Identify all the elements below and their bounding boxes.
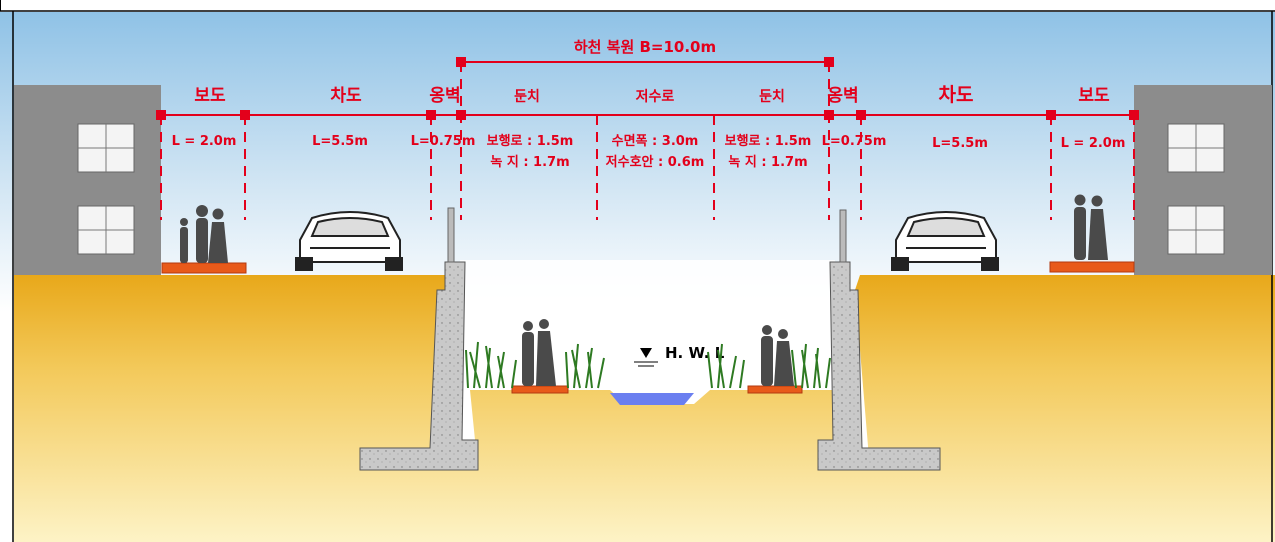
left-bank-pad: [511, 385, 569, 394]
window: [1167, 205, 1225, 255]
pedestrians-left-bank: [522, 319, 556, 386]
zone-right-roadway: 차도: [939, 84, 974, 106]
zone-left-bank: 둔치: [514, 89, 540, 105]
dim-left-wall: L=0.75m: [411, 134, 476, 149]
water: [610, 393, 694, 405]
hwl-marker: [634, 348, 658, 367]
dimension-markers: [156, 57, 1139, 120]
dim-left-sidewalk: L = 2.0m: [172, 134, 237, 149]
left-sidewalk-pad: [161, 262, 247, 274]
dim-right-wall: L=0.75m: [822, 134, 887, 149]
pedestrians-right-bank: [761, 325, 794, 386]
zone-channel: 저수로: [636, 89, 675, 105]
detail-right-walk: 보행로 : 1.5m: [725, 133, 812, 149]
pedestrians-right-sidewalk: [1074, 194, 1108, 260]
dim-left-roadway: L=5.5m: [312, 134, 368, 149]
left-retaining-wall: [359, 207, 479, 471]
detail-left-walk: 보행로 : 1.5m: [487, 133, 574, 149]
detail-right-green: 녹 지 : 1.7m: [728, 155, 807, 170]
zone-left-wall: 옹벽: [429, 86, 460, 106]
right-retaining-wall: [817, 209, 941, 471]
detail-left-green: 녹 지 : 1.7m: [490, 155, 569, 170]
ground: [14, 275, 1275, 542]
window: [77, 205, 135, 255]
river-void: [460, 260, 835, 388]
hwl-label: H. W. L: [665, 344, 725, 362]
right-building: [1134, 85, 1272, 275]
left-car: [295, 211, 403, 271]
window: [77, 123, 135, 173]
right-bank-pad: [747, 385, 803, 394]
dim-right-sidewalk: L = 2.0m: [1061, 136, 1126, 151]
dim-right-roadway: L=5.5m: [932, 136, 988, 151]
right-car: [891, 211, 999, 271]
zone-right-sidewalk: 보도: [1078, 86, 1110, 106]
zone-left-roadway: 차도: [330, 86, 362, 106]
zone-right-bank: 둔치: [759, 89, 785, 105]
title-label: 하천 복원 B=10.0m: [574, 38, 716, 56]
reeds: [465, 341, 831, 389]
left-building: [14, 85, 161, 275]
pedestrians-left-sidewalk: [180, 205, 228, 263]
right-sidewalk-pad: [1049, 261, 1135, 273]
zone-right-wall: 옹벽: [827, 86, 858, 106]
zone-left-sidewalk: 보도: [194, 86, 226, 106]
detail-channel-width: 수면폭 : 3.0m: [612, 133, 699, 149]
detail-channel-shore: 저수호안 : 0.6m: [606, 154, 705, 170]
window: [1167, 123, 1225, 173]
dimension-lines: [160, 61, 1135, 220]
